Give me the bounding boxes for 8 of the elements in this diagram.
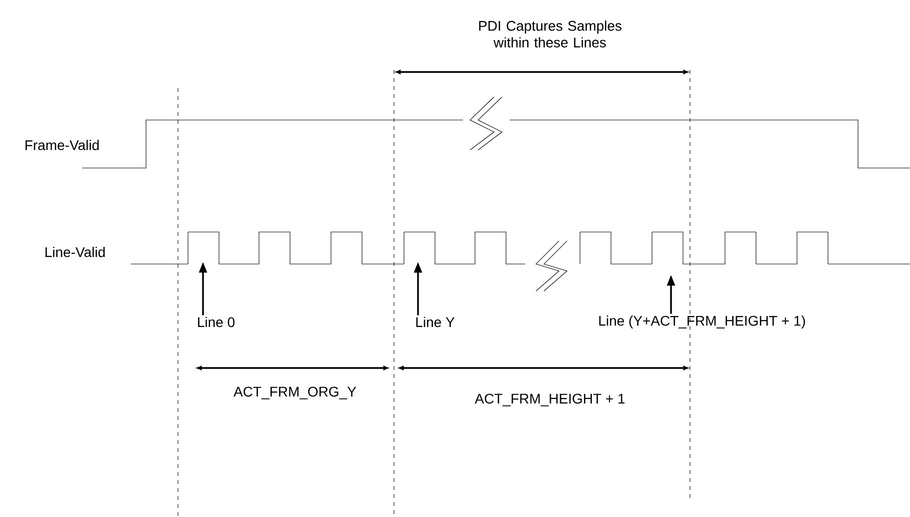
signal-name: Line-Valid [46,246,105,258]
caption: PDI Captures Samples within these Lines [479,20,622,48]
line-label: Line Y [416,316,455,328]
signal-name: Frame-Valid [26,140,99,150]
line-label: Line (Y+ACT_FRM_HEIGHT + 1) [599,315,805,329]
dimension-label: ACT_FRM_HEIGHT + 1 [474,394,625,406]
line-label: Line 0 [198,316,234,328]
dimension-label: ACT_FRM_ORG_Y [234,386,356,400]
